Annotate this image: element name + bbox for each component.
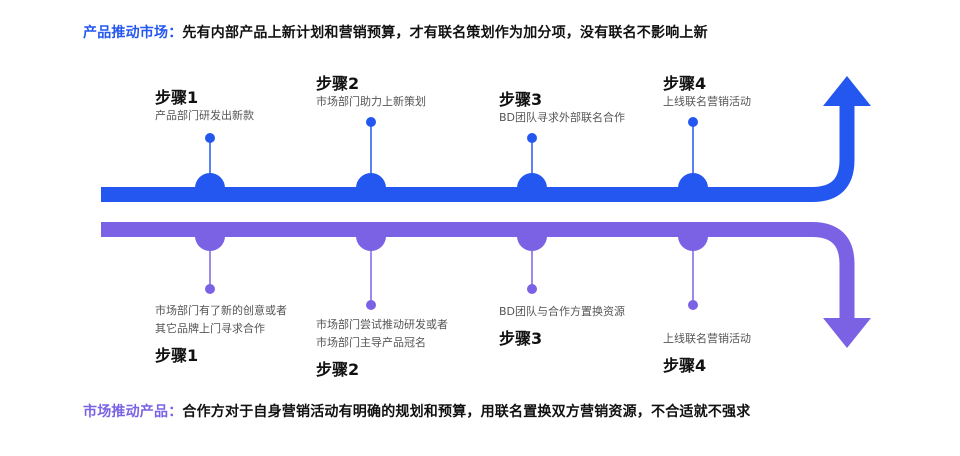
top-headline-lead: 产品推动市场： — [83, 25, 183, 41]
bottom-step-description: 市场部门主导产品冠名 — [316, 336, 426, 349]
bottom-step-title: 步骤4 — [663, 356, 707, 375]
bottom-step-description: 上线联名营销活动 — [663, 332, 751, 345]
bottom-step-description: 市场部门有了新的创意或者 — [155, 304, 287, 317]
bottom-step-dot — [527, 284, 537, 294]
arrow-up-icon — [823, 76, 871, 106]
top-step-node — [517, 173, 547, 188]
bottom-step-title: 步骤2 — [316, 360, 360, 379]
bottom-step-description: 市场部门尝试推动研发或者 — [316, 318, 448, 331]
top-flow-line — [101, 104, 855, 202]
top-step-dot — [366, 117, 376, 127]
arrow-down-icon — [823, 318, 871, 348]
top-step-title: 步骤1 — [155, 88, 199, 107]
bottom-headline: 市场推动产品：合作方对于自身营销活动有明确的规划和预算，用联名置换双方营销资源，… — [83, 401, 750, 421]
top-step-title: 步骤4 — [663, 74, 707, 93]
bottom-flow-line — [101, 222, 855, 320]
top-step-dot — [527, 133, 537, 143]
bottom-step-node — [195, 236, 225, 251]
bottom-step-title: 步骤1 — [155, 346, 199, 365]
bottom-headline-text: 合作方对于自身营销活动有明确的规划和预算，用联名置换双方营销资源，不合适就不强求 — [182, 404, 751, 420]
top-step-title: 步骤2 — [316, 74, 360, 93]
top-step-title: 步骤3 — [499, 90, 543, 109]
bottom-step-dot — [205, 284, 215, 294]
top-step-node — [678, 173, 708, 188]
bottom-step-node — [678, 236, 708, 251]
top-step-description: 上线联名营销活动 — [663, 95, 751, 108]
bottom-step-node — [356, 236, 386, 251]
bottom-step-description: BD团队与合作方置换资源 — [499, 305, 626, 318]
top-step-description: 产品部门研发出新款 — [155, 109, 254, 122]
bottom-step-dot — [688, 300, 698, 310]
bottom-step-description: 其它品牌上门寻求合作 — [155, 322, 265, 335]
bottom-step-dot — [366, 300, 376, 310]
top-step-dot — [688, 117, 698, 127]
bottom-step-title: 步骤3 — [499, 329, 543, 348]
top-step-description: 市场部门助力上新策划 — [316, 95, 426, 108]
top-headline: 产品推动市场：先有内部产品上新计划和营销预算，才有联名策划作为加分项，没有联名不… — [83, 22, 708, 42]
top-step-node — [195, 173, 225, 188]
top-step-dot — [205, 133, 215, 143]
top-step-node — [356, 173, 386, 188]
bottom-step-node — [517, 236, 547, 251]
bottom-headline-lead: 市场推动产品： — [83, 404, 183, 420]
top-step-description: BD团队寻求外部联名合作 — [499, 111, 626, 124]
top-headline-text: 先有内部产品上新计划和营销预算，才有联名策划作为加分项，没有联名不影响上新 — [182, 25, 708, 41]
